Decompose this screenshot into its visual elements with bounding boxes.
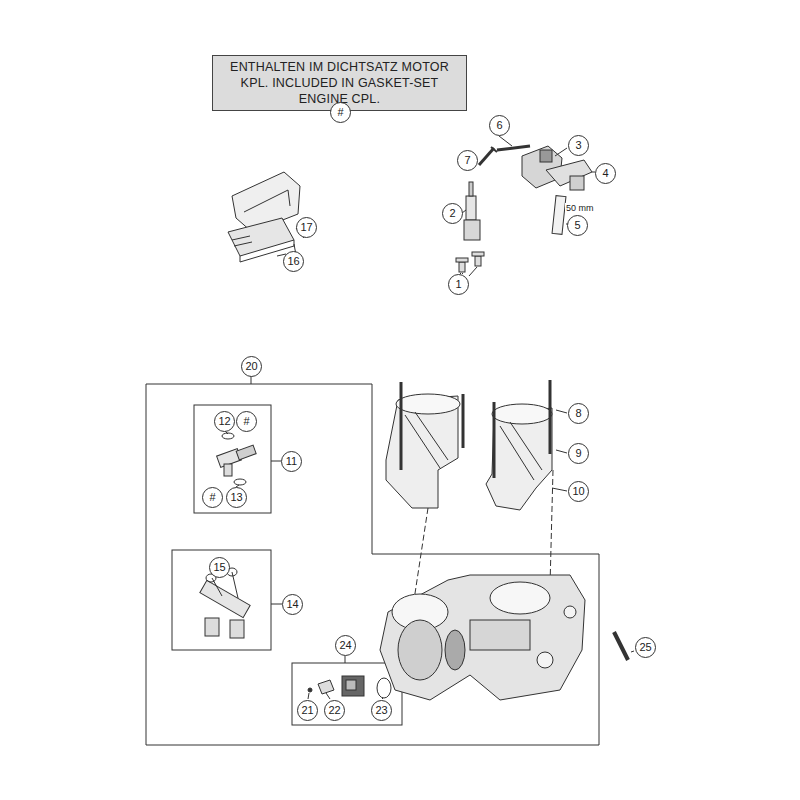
callout-number: 24 — [335, 635, 356, 656]
callout-number: 14 — [282, 594, 303, 615]
callout-number: 16 — [283, 251, 304, 272]
callout-number: 12 — [214, 411, 235, 432]
callout-number: 17 — [296, 217, 317, 238]
callout-number: 20 — [241, 356, 262, 377]
callout-number: 4 — [595, 163, 616, 184]
callout-number: 8 — [568, 403, 589, 424]
callout-number: 25 — [635, 637, 656, 658]
callout-number: 22 — [324, 700, 345, 721]
callout-number: 15 — [209, 557, 230, 578]
callout-number: 10 — [568, 481, 589, 502]
callout-number: 13 — [226, 487, 247, 508]
dimension-label: 50 mm — [565, 203, 595, 213]
callout-number: 23 — [371, 700, 392, 721]
callout-number: # — [236, 411, 257, 432]
callout-number: 5 — [567, 215, 588, 236]
callout-number: 21 — [297, 700, 318, 721]
callout-number: 2 — [442, 203, 463, 224]
callout-number: 6 — [489, 115, 510, 136]
note-text: ENTHALTEN IM DICHTSATZ MOTOR KPL. INCLUD… — [219, 59, 460, 107]
callout-number: 7 — [457, 150, 478, 171]
callout-number: 11 — [281, 451, 302, 472]
callout-number: 3 — [568, 135, 589, 156]
callout-number: 1 — [448, 274, 469, 295]
callout-number: # — [202, 487, 223, 508]
callout-number: 9 — [568, 443, 589, 464]
callout-number: # — [330, 102, 351, 123]
